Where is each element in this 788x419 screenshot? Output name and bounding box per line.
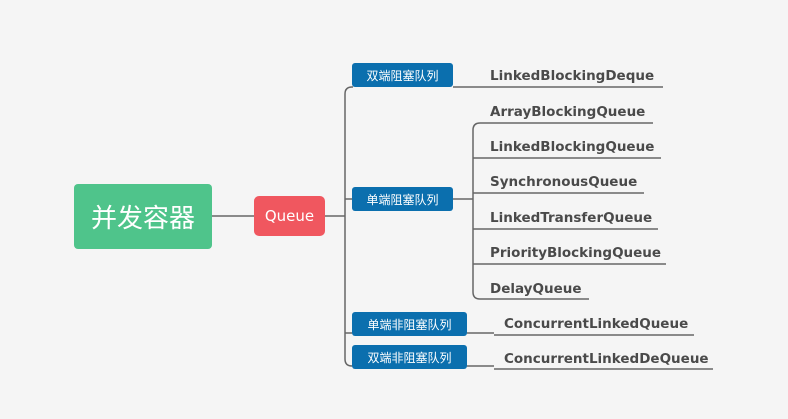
queue-node[interactable]: Queue: [254, 196, 325, 236]
leaf-array-blocking-queue[interactable]: ArrayBlockingQueue: [490, 104, 646, 120]
root-label: 并发容器: [90, 204, 195, 234]
category-single-blocking[interactable]: 单端阻塞队列: [352, 187, 453, 211]
connector-subtrunk: [472, 122, 481, 300]
category-label: 单端非阻塞队列: [367, 317, 452, 332]
category-label: 双端非阻塞队列: [367, 350, 452, 365]
leaf-synchronous-queue[interactable]: SynchronousQueue: [490, 174, 638, 190]
leaf-concurrent-linked-queue[interactable]: ConcurrentLinkedQueue: [504, 316, 689, 332]
leaf-linked-blocking-queue[interactable]: LinkedBlockingQueue: [490, 139, 655, 155]
leaf-priority-blocking-queue[interactable]: PriorityBlockingQueue: [490, 245, 662, 261]
root-node[interactable]: 并发容器: [74, 184, 212, 249]
category-double-nonblocking[interactable]: 双端非阻塞队列: [352, 345, 467, 369]
category-label: 双端阻塞队列: [366, 68, 439, 83]
connector-trunk: [344, 86, 353, 367]
queue-label: Queue: [264, 207, 315, 225]
leaf-delay-queue[interactable]: DelayQueue: [490, 281, 582, 297]
leaf-concurrent-linked-dequeue[interactable]: ConcurrentLinkedDeQueue: [504, 351, 709, 367]
category-label: 单端阻塞队列: [366, 192, 439, 207]
category-double-blocking[interactable]: 双端阻塞队列: [352, 63, 453, 87]
leaf-linked-blocking-deque[interactable]: LinkedBlockingDeque: [490, 68, 655, 84]
leaf-linked-transfer-queue[interactable]: LinkedTransferQueue: [490, 210, 653, 226]
category-single-nonblocking[interactable]: 单端非阻塞队列: [352, 312, 467, 336]
